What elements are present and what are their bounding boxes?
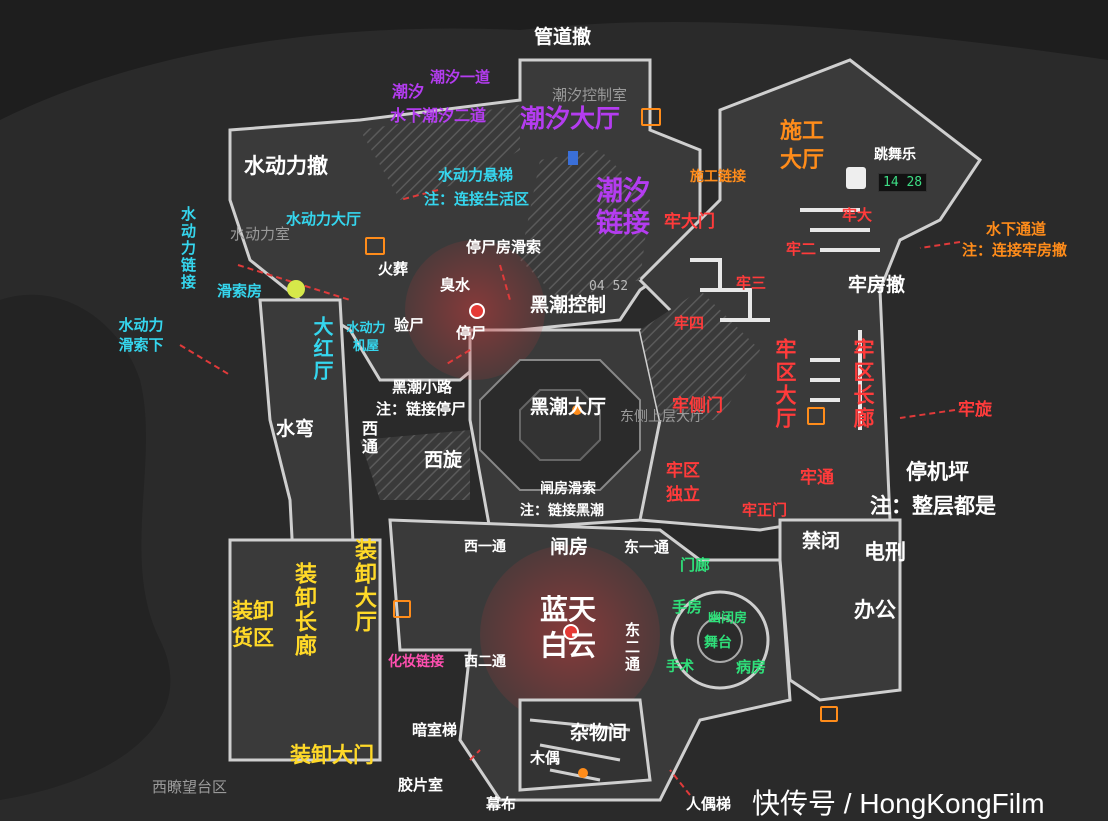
hazard-icon bbox=[287, 280, 305, 298]
label-zhuangxie-damen: 装卸大门 bbox=[290, 743, 374, 767]
label-xitong: 西通 bbox=[359, 420, 378, 456]
label-shigong-dating: 施工大厅 bbox=[780, 119, 825, 173]
label-xiyitong: 西一通 bbox=[464, 539, 506, 555]
watermark: 快传号 / HongKongFilm bbox=[752, 788, 1045, 819]
label-laoda: 牢大 bbox=[842, 206, 873, 224]
label-tingshi: 停尸 bbox=[456, 324, 487, 342]
label-laozhengmen: 牢正门 bbox=[742, 501, 788, 519]
lamp-icon bbox=[572, 405, 582, 415]
label-laodamen: 牢大门 bbox=[664, 212, 715, 232]
hatched-zones bbox=[360, 105, 760, 500]
label-laosan: 牢三 bbox=[736, 274, 767, 292]
label-zawujian: 杂物间 bbox=[570, 722, 628, 744]
label-muou: 木偶 bbox=[530, 749, 561, 767]
label-zhuangxie-huoqu: 装卸货区 bbox=[232, 599, 274, 651]
label-zhu-lianjie-heichao: 注：链接黑潮 bbox=[520, 503, 604, 519]
label-tiaotai: 舞台 bbox=[704, 635, 732, 651]
lamp-icon bbox=[578, 768, 588, 778]
label-chaoxi-yidao: 潮汐一道 bbox=[430, 68, 491, 86]
label-shuidongli-che: 水动力撤 bbox=[244, 154, 328, 178]
clock-display: 14 28 bbox=[878, 173, 928, 192]
label-shuidongli-jiwu: 水动力机屋 bbox=[346, 321, 386, 355]
label-yanshi: 验尸 bbox=[394, 316, 425, 334]
label-shuiwan: 水弯 bbox=[276, 418, 315, 440]
label-tingshifang-huasuo: 停尸房滑索 bbox=[466, 238, 542, 256]
label-renouti: 人偶梯 bbox=[686, 795, 732, 813]
label-mubu: 幕布 bbox=[486, 795, 517, 813]
label-shuidongli-dating: 水动力大厅 bbox=[286, 210, 362, 228]
label-menlang: 门廊 bbox=[680, 556, 711, 574]
label-shuidongli-huasuoxia: 水动力滑索下 bbox=[118, 316, 164, 354]
label-dianxing: 电刑 bbox=[864, 540, 906, 564]
label-huozang: 火葬 bbox=[378, 260, 409, 278]
pointer-lines bbox=[179, 189, 961, 796]
label-dongce-shangceng: 东侧上层大厅 bbox=[620, 409, 704, 425]
label-jinbi: 禁闭 bbox=[802, 530, 841, 552]
label-shuidongli-xuanti: 水动力悬梯 bbox=[438, 166, 514, 184]
label-bingfang: 病房 bbox=[736, 658, 767, 676]
label-jiaopianshi: 胶片室 bbox=[398, 776, 444, 794]
label-laoqu-dating: 牢区大厅 bbox=[773, 338, 797, 430]
wrench-icon bbox=[365, 237, 385, 255]
label-huajiangti: 化妆链接 bbox=[388, 654, 444, 670]
clock-display: 04 52 bbox=[589, 279, 629, 294]
label-laosi: 牢四 bbox=[674, 314, 705, 332]
label-zhafang: 闸房 bbox=[550, 536, 589, 558]
label-shoushu: 手术 bbox=[666, 659, 694, 675]
label-tuochengfang: 幽闭房 bbox=[708, 611, 748, 626]
label-zhu-lianjie-shenghuoqu: 注：连接生活区 bbox=[424, 190, 530, 208]
label-xiertong: 西二通 bbox=[464, 654, 506, 670]
wrench-icon bbox=[807, 407, 825, 425]
marker-icon bbox=[469, 303, 485, 319]
door-icon bbox=[568, 151, 578, 165]
label-dongyitong: 东一通 bbox=[624, 538, 670, 556]
label-tingjiping: 停机坪 bbox=[906, 460, 969, 484]
label-laoer: 牢二 bbox=[786, 240, 817, 258]
label-zhuangxie-changlang: 装卸长廊 bbox=[291, 562, 316, 658]
label-laoce-men: 牢侧门 bbox=[672, 396, 723, 416]
cell-bars bbox=[690, 208, 880, 430]
label-chaoxi-kongzhishi: 潮汐控制室 bbox=[552, 86, 628, 104]
label-lantian-baiyun: 蓝天白云 bbox=[540, 593, 597, 663]
label-guandao-che: 管道撤 bbox=[534, 26, 592, 48]
label-shoufang: 手房 bbox=[672, 598, 703, 616]
marker-icon bbox=[563, 624, 579, 640]
label-laoxuan: 牢旋 bbox=[958, 400, 992, 420]
label-heichao-kongzhi: 黑潮控制 bbox=[530, 294, 607, 316]
label-laofang-che: 牢房撤 bbox=[848, 274, 906, 296]
label-huaxuanfang: 滑索房 bbox=[217, 282, 263, 300]
label-dahongting: 大红厅 bbox=[310, 316, 334, 382]
label-chaoxi-dating: 潮汐大厅 bbox=[520, 104, 621, 133]
label-chaoxi-lianjie: 潮汐链接 bbox=[596, 176, 650, 240]
label-zhu-lianjie-laofangche: 注：连接牢房撤 bbox=[962, 241, 1068, 259]
label-heichao-xiaolu: 黑潮小路 bbox=[392, 378, 453, 396]
label-laoqu-duli: 牢区独立 bbox=[666, 461, 700, 505]
wrench-icon bbox=[820, 706, 838, 722]
label-laoqu-changlang: 牢区长廊 bbox=[851, 338, 875, 430]
label-laotong: 牢通 bbox=[800, 468, 834, 488]
label-tiaowule: 跳舞乐 bbox=[874, 147, 916, 163]
label-choushui: 臭水 bbox=[440, 276, 471, 294]
wrench-icon bbox=[641, 108, 661, 126]
label-shuixia-chaoxi-erdao: 水下潮汐二道 bbox=[390, 106, 487, 125]
label-chaoxi: 潮汐 bbox=[392, 82, 425, 101]
label-zhu-zhengceng: 注：整层都是 bbox=[870, 494, 996, 518]
label-shuidongli-lianjie: 水动力链接 bbox=[179, 206, 197, 291]
label-dongertong: 东二通 bbox=[623, 622, 641, 673]
label-zhuangxie-dating: 装卸大厅 bbox=[351, 538, 376, 634]
label-shuixia-tongdao: 水下通道 bbox=[986, 220, 1047, 238]
label-zhafang-huasuo: 闸房滑索 bbox=[540, 481, 596, 497]
wrench-icon bbox=[393, 600, 411, 618]
label-xixuan: 西旋 bbox=[424, 449, 463, 471]
label-anshiti: 暗室梯 bbox=[412, 721, 458, 739]
label-shigong-lianjie: 施工链接 bbox=[690, 169, 746, 185]
label-bangong: 办公 bbox=[854, 598, 896, 622]
label-zhu-lianjie-tingshi: 注：链接停尸 bbox=[376, 400, 467, 418]
label-shuidongli-shi: 水动力室 bbox=[230, 225, 291, 243]
label-heichao-dating: 黑潮大厅 bbox=[530, 396, 607, 418]
runner-icon bbox=[846, 167, 866, 189]
label-xidi-wangtaiqu: 西瞭望台区 bbox=[152, 778, 228, 796]
